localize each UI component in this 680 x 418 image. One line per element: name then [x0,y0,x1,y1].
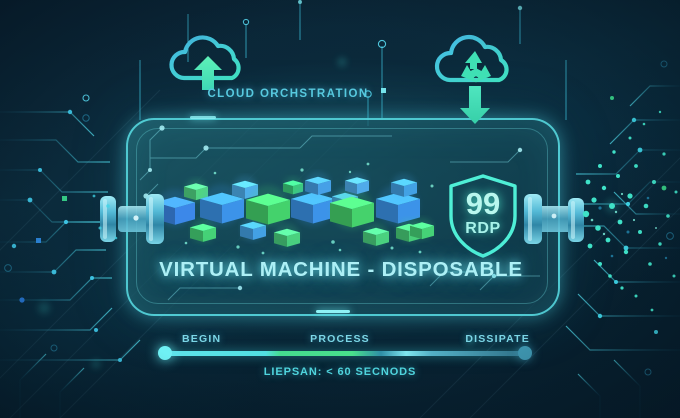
cloud-orchestration-label: CLOUD ORCHSTRATION [207,88,369,100]
progress-knob-end[interactable] [518,346,532,360]
progress-track[interactable] [165,351,525,356]
step-label-dissipate: DISSIPATE [465,333,530,345]
badge-number: 99 [465,186,501,221]
step-label-process: PROCESS [310,333,370,345]
step-label-begin: BEGIN [182,333,222,345]
panel-top-dash [190,116,216,119]
lifespan-caption: LIEPSAN: < 60 SECNODS [263,366,417,378]
badge-subtitle: RDP [465,220,501,237]
panel-bottom-dash [316,310,350,313]
page-title: VIRTUAL MACHINE - DISPOSABLE [159,258,523,281]
right-connector-plug [524,194,584,244]
cloud-recycle-icon [434,34,509,124]
cloud-upload-icon [169,35,241,90]
left-connector-plug [100,194,164,244]
progress-knob-start[interactable] [158,346,172,360]
